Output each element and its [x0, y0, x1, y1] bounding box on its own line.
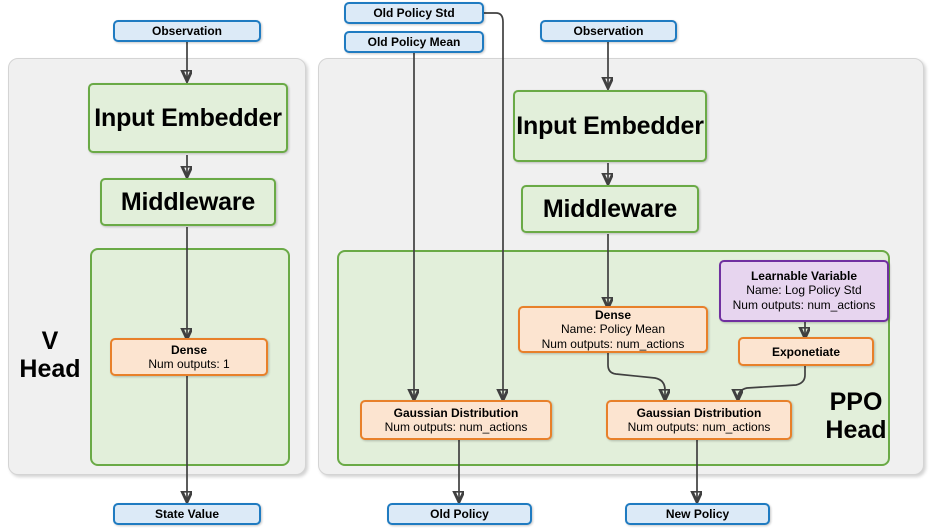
v-head-label: V Head [12, 327, 88, 383]
input-observation-ppo-label: Observation [573, 24, 644, 38]
output-new-policy-label: New Policy [665, 507, 730, 521]
input-observation-v-label: Observation [151, 24, 223, 38]
v-head-middleware[interactable]: Middleware [100, 178, 276, 226]
ppo-head-input-embedder-label: Input Embedder [516, 112, 704, 140]
ppo-head-gaussian-old-policy[interactable]: Gaussian Distribution Num outputs: num_a… [360, 400, 552, 440]
ppo-head-learnable-variable-title: Learnable Variable [750, 269, 858, 283]
output-state-value-label: State Value [154, 507, 220, 521]
ppo-head-middleware[interactable]: Middleware [521, 185, 699, 233]
ppo-head-learnable-variable-num-outputs: Num outputs: num_actions [732, 298, 876, 312]
ppo-head-learnable-variable-name: Name: Log Policy Std [746, 283, 862, 297]
output-old-policy-label: Old Policy [430, 507, 489, 521]
ppo-head-exponetiate-label: Exponetiate [771, 344, 840, 359]
ppo-head-gaussian-new-num-outputs: Num outputs: num_actions [627, 419, 771, 434]
ppo-head-gaussian-old-title: Gaussian Distribution [393, 405, 519, 420]
v-head-input-embedder[interactable]: Input Embedder [88, 83, 288, 153]
ppo-head-gaussian-old-num-outputs: Num outputs: num_actions [384, 419, 528, 434]
v-head-label-line1: V [41, 327, 59, 355]
ppo-head-label-line2: Head [825, 416, 887, 444]
output-new-policy[interactable]: New Policy [625, 503, 770, 525]
ppo-head-gaussian-new-title: Gaussian Distribution [636, 405, 762, 420]
v-head-dense[interactable]: Dense Num outputs: 1 [110, 338, 268, 376]
v-head-label-line2: Head [19, 355, 81, 383]
v-head-dense-num-outputs: Num outputs: 1 [148, 356, 230, 371]
ppo-head-middleware-label: Middleware [542, 195, 678, 223]
input-old-policy-mean-label: Old Policy Mean [367, 35, 461, 49]
ppo-head-label-line1: PPO [829, 388, 883, 416]
v-head-input-embedder-label: Input Embedder [94, 104, 282, 132]
input-old-policy-mean[interactable]: Old Policy Mean [344, 31, 484, 53]
input-old-policy-std-label: Old Policy Std [373, 6, 455, 20]
ppo-head-dense-policy-mean[interactable]: Dense Name: Policy Mean Num outputs: num… [518, 306, 708, 353]
output-old-policy[interactable]: Old Policy [387, 503, 532, 525]
output-state-value[interactable]: State Value [113, 503, 261, 525]
ppo-head-gaussian-new-policy[interactable]: Gaussian Distribution Num outputs: num_a… [606, 400, 792, 440]
ppo-head-dense-name: Name: Policy Mean [560, 321, 666, 336]
ppo-head-dense-num-outputs: Num outputs: num_actions [541, 336, 685, 351]
v-head-dense-title: Dense [170, 342, 208, 357]
input-old-policy-std[interactable]: Old Policy Std [344, 2, 484, 24]
ppo-head-exponetiate[interactable]: Exponetiate [738, 337, 874, 366]
ppo-head-learnable-variable[interactable]: Learnable Variable Name: Log Policy Std … [719, 260, 889, 322]
ppo-head-dense-title: Dense [594, 307, 632, 322]
input-observation-v[interactable]: Observation [113, 20, 261, 42]
v-head-middleware-label: Middleware [120, 188, 256, 216]
ppo-head-label: PPO Head [808, 388, 904, 444]
ppo-head-input-embedder[interactable]: Input Embedder [513, 90, 707, 162]
input-observation-ppo[interactable]: Observation [540, 20, 677, 42]
